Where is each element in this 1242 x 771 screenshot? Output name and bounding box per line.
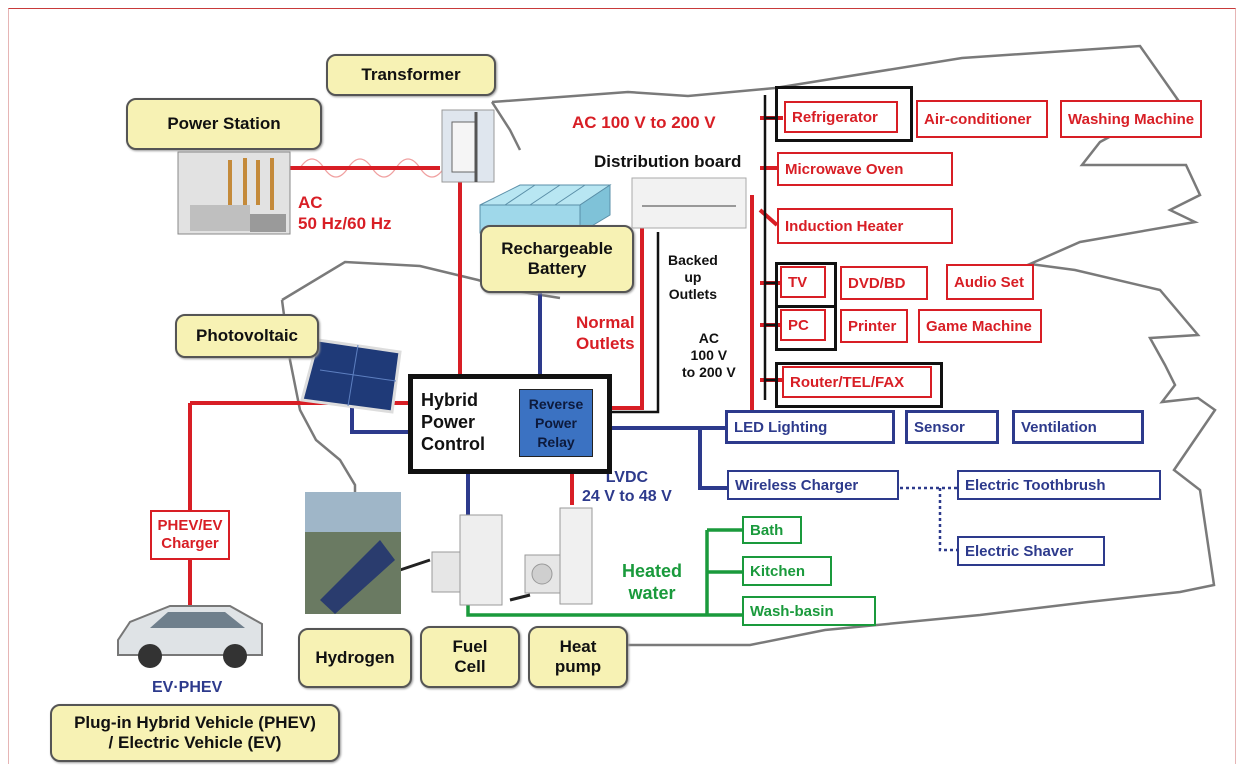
heat-pump-label: Heat pump — [528, 626, 628, 688]
air-conditioner-box: Air-conditioner — [916, 100, 1048, 138]
battery-picture — [479, 184, 612, 234]
electric-shaver-box: Electric Shaver — [957, 536, 1105, 566]
ventilation-box: Ventilation — [1012, 410, 1144, 444]
ev-phev-text: EV·PHEV — [152, 679, 223, 696]
led-lighting-box: LED Lighting — [725, 410, 895, 444]
power-station-picture — [177, 151, 291, 235]
hybrid-power-control-box: Hybrid Power Control Reverse Power Relay — [408, 374, 612, 474]
fuel-cell-label: Fuel Cell — [420, 626, 520, 688]
washing-machine-box: Washing Machine — [1060, 100, 1202, 138]
printer-box: Printer — [840, 309, 908, 343]
hydrogen-label: Hydrogen — [298, 628, 412, 688]
tv-box: TV — [780, 266, 826, 298]
normal-outlets-text: Normal Outlets — [576, 313, 635, 353]
phev-ev-charger-box: PHEV/EV Charger — [150, 510, 230, 560]
hydrogen-picture — [305, 492, 401, 614]
photovoltaic-picture — [300, 338, 402, 414]
wash-basin-box: Wash-basin — [742, 596, 876, 626]
electric-toothbrush-box: Electric Toothbrush — [957, 470, 1161, 500]
house-outline — [280, 44, 1217, 647]
dvd-bd-box: DVD/BD — [840, 266, 928, 300]
backed-up-outlets-text: Backed up Outlets — [668, 252, 718, 302]
reverse-power-relay-box: Reverse Power Relay — [519, 389, 593, 457]
ac-100-200-small-text: AC 100 V to 200 V — [682, 330, 736, 380]
induction-heater-box: Induction Heater — [777, 208, 953, 244]
transformer-picture — [441, 109, 495, 183]
distribution-board-picture — [631, 177, 747, 229]
ac-frequency-text: AC 50 Hz/60 Hz — [298, 193, 392, 233]
ac-100-200-text: AC 100 V to 200 V — [572, 113, 716, 132]
power-station-label: Power Station — [126, 98, 322, 150]
hybrid-power-control-label: Hybrid Power Control — [421, 390, 485, 454]
refrigerator-box: Refrigerator — [784, 101, 898, 133]
distribution-board-label: Distribution board — [594, 152, 742, 171]
heat-pump-picture — [524, 507, 593, 605]
heated-water-text: Heated water — [622, 561, 683, 603]
fuel-cell-picture — [431, 514, 503, 606]
sensor-box: Sensor — [905, 410, 999, 444]
bath-box: Bath — [742, 516, 802, 544]
audio-set-box: Audio Set — [946, 264, 1034, 300]
backed-up-frame-router — [775, 362, 943, 408]
pc-box: PC — [780, 309, 826, 341]
game-machine-box: Game Machine — [918, 309, 1042, 343]
rechargeable-battery-label: Rechargeable Battery — [480, 225, 634, 293]
figure-frame — [8, 8, 1236, 764]
plugin-vehicle-label: Plug-in Hybrid Vehicle (PHEV) / Electric… — [50, 704, 340, 762]
photovoltaic-label: Photovoltaic — [175, 314, 319, 358]
backed-up-frame-pc — [775, 305, 837, 351]
kitchen-box: Kitchen — [742, 556, 832, 586]
microwave-oven-box: Microwave Oven — [777, 152, 953, 186]
transformer-label: Transformer — [326, 54, 496, 96]
backed-up-frame-refrigerator — [775, 86, 913, 142]
wireless-charger-box: Wireless Charger — [727, 470, 899, 500]
lvdc-text: LVDC 24 V to 48 V — [582, 469, 672, 505]
car-picture — [117, 605, 263, 668]
router-tel-fax-box: Router/TEL/FAX — [782, 366, 932, 398]
